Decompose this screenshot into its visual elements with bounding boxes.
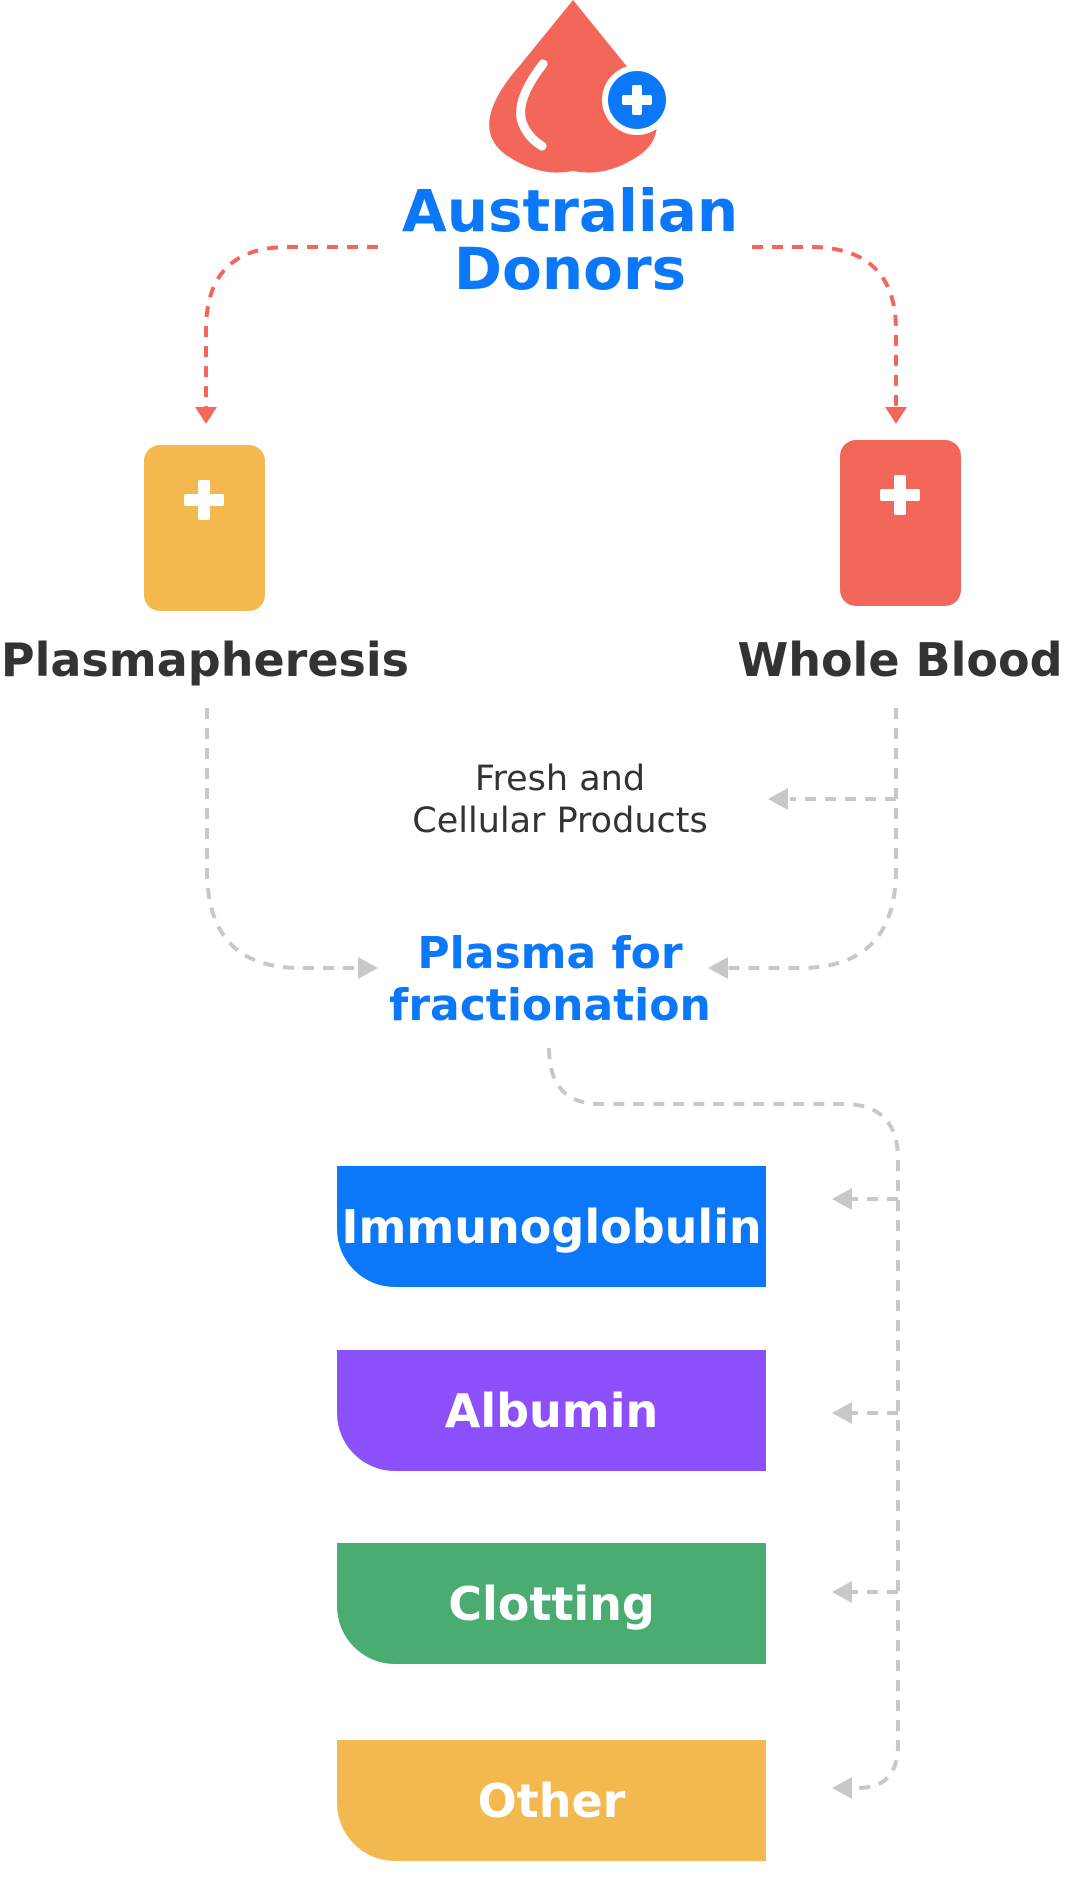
whole-blood-label: Whole Blood — [737, 633, 1063, 687]
blood-drop-plus-icon — [489, 0, 672, 173]
product-albumin: Albumin — [337, 1350, 766, 1471]
fractionation-to-products-line — [547, 1047, 900, 1790]
arrowhead-clotting — [832, 1581, 852, 1603]
arrowhead-other — [832, 1777, 852, 1799]
arrowhead-frac-left — [358, 957, 378, 979]
plasma-bag-plus-icon — [144, 445, 265, 611]
diagram-title: Australian Donors — [401, 177, 739, 303]
product-clotting: Clotting — [337, 1543, 766, 1664]
arrowhead-fresh — [768, 788, 788, 810]
arrowhead-whole-blood — [885, 407, 907, 424]
product-immunoglobulin: Immunoglobulin — [337, 1166, 766, 1287]
plasmapheresis-label: Plasmapheresis — [0, 633, 410, 687]
plasmapheresis-to-fractionation-arrow — [205, 708, 360, 970]
arrowhead-plasmapheresis — [195, 407, 217, 424]
whole-blood-to-fractionation-arrow — [726, 708, 898, 970]
donor-to-whole-blood-arrow — [752, 245, 898, 410]
fractionation-label: Plasma for fractionation — [389, 928, 711, 1031]
arrowhead-frac-right — [708, 957, 728, 979]
fresh-cellular-label: Fresh and Cellular Products — [412, 759, 708, 841]
product-label: Immunoglobulin — [341, 1199, 762, 1254]
product-label: Albumin — [444, 1383, 659, 1438]
product-label: Other — [477, 1773, 626, 1828]
arrowhead-albumin — [832, 1402, 852, 1424]
product-other: Other — [337, 1740, 766, 1861]
blood-bag-plus-icon — [840, 440, 961, 606]
arrowhead-immunoglobulin — [832, 1188, 852, 1210]
product-label: Clotting — [448, 1576, 655, 1631]
